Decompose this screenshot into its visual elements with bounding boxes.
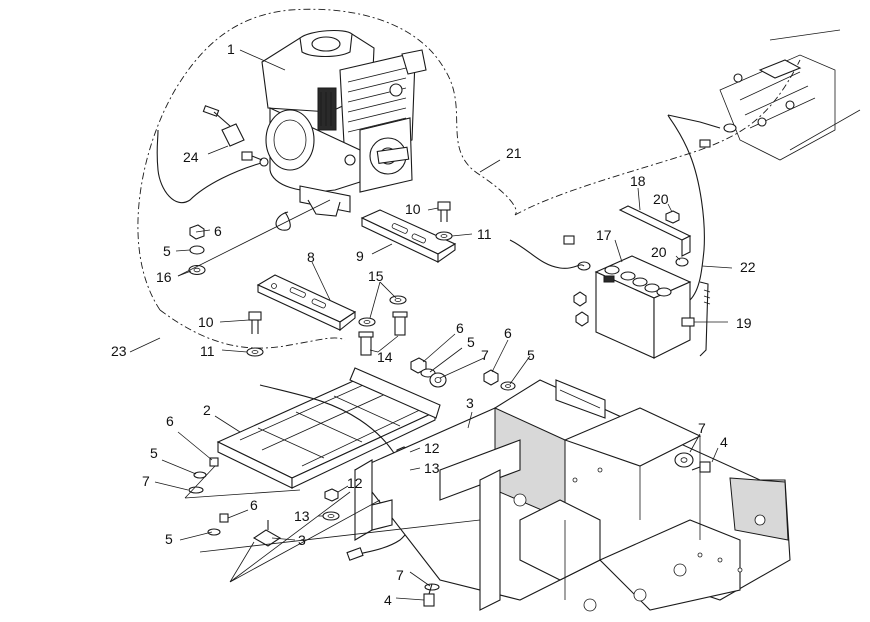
bolt-4-frame [691,461,711,473]
callout-4: 4 [384,592,392,608]
bolt-6-left-upper [209,457,219,467]
callout-13: 13 [424,460,440,476]
callout-10: 10 [198,314,214,330]
callout-6: 6 [504,325,512,341]
assembly-boundary-line [137,8,801,311]
callout-6: 6 [214,223,222,239]
engine-wire-harness [156,129,266,203]
callout-10: 10 [405,201,421,217]
bolt-near-24 [241,151,263,161]
callout-11: 11 [477,226,492,242]
battery-strap-part-18 [618,205,692,257]
bolt-10-upper [437,201,451,222]
callout-5: 5 [163,243,171,259]
engine-cooling-fins [317,67,407,133]
engine-assembly [261,29,427,217]
nut-20-upper [665,210,680,224]
cable-end-fitting [346,547,364,561]
battery-cable-positive [509,239,585,269]
callout-9: 9 [356,248,364,264]
callout-19: 19 [736,315,752,331]
callout-5: 5 [527,347,535,363]
callout-6: 6 [250,497,258,513]
bolts-14 [358,311,408,356]
callout-20: 20 [651,244,667,260]
washers-15 [358,295,407,327]
callout-6: 6 [166,413,174,429]
mount-bracket-part-9 [360,209,457,264]
callout-11: 11 [200,343,215,359]
washer-7-left [188,486,204,494]
upper-right-inset [667,29,861,161]
callout-15: 15 [368,268,384,284]
callout-3: 3 [298,532,306,548]
assembly-boundary-line-lower [159,309,346,349]
washer-11-upper [435,231,453,241]
callout-7: 7 [142,473,150,489]
ground-wire [275,211,291,231]
callout-14: 14 [377,349,393,365]
callout-5: 5 [467,334,475,350]
bolt-6-left-lower [219,513,229,523]
nut-6-right [483,369,499,386]
callout-16: 16 [156,269,172,285]
washer-7-frame [674,452,694,468]
callout-4: 4 [720,434,728,450]
washer-5-left-lower [207,528,221,536]
callout-2: 2 [203,402,211,418]
callout-5: 5 [165,531,173,547]
nut-20-lower [675,257,689,267]
base-plate-part-2 [216,367,441,489]
frame-chassis [354,379,791,612]
wire-clip-part-24 [202,105,245,147]
callout-18: 18 [630,173,646,189]
nut-washer-stack-left [188,224,206,276]
battery-cable-22 [667,114,705,301]
washer-5-left-upper [193,471,207,479]
callout-1: 1 [227,41,235,57]
callout-23: 23 [111,343,127,359]
rubber-mount-part-3-lower [252,520,282,547]
nut-12-lower [324,488,339,502]
callout-21: 21 [506,145,522,161]
callout-5: 5 [150,445,158,461]
callout-7: 7 [396,567,404,583]
washer-7-middle [429,372,447,388]
callout-7: 7 [698,420,706,436]
mount-bracket-part-8 [256,274,357,332]
callout-labels: 1 2 3 3 4 4 5 5 5 5 5 6 6 6 6 6 7 7 7 7 … [111,41,756,608]
battery-part-17 [594,255,692,359]
callout-13: 13 [294,508,310,524]
leader-lines [129,49,733,601]
washer-11-lower [246,347,264,357]
callout-12: 12 [424,440,440,456]
callout-7: 7 [481,347,489,363]
callout-22: 22 [740,259,756,275]
callout-17: 17 [596,227,612,243]
callout-6: 6 [456,320,464,336]
washer-13-lower [322,511,340,521]
callout-20: 20 [653,191,669,207]
callout-3: 3 [466,395,474,411]
callout-24: 24 [183,149,199,165]
callout-8: 8 [307,249,315,265]
washer-5-right [500,381,516,391]
callout-12: 12 [347,475,363,491]
bolt-10-lower [248,311,262,334]
battery-terminal-bolts [563,235,591,327]
